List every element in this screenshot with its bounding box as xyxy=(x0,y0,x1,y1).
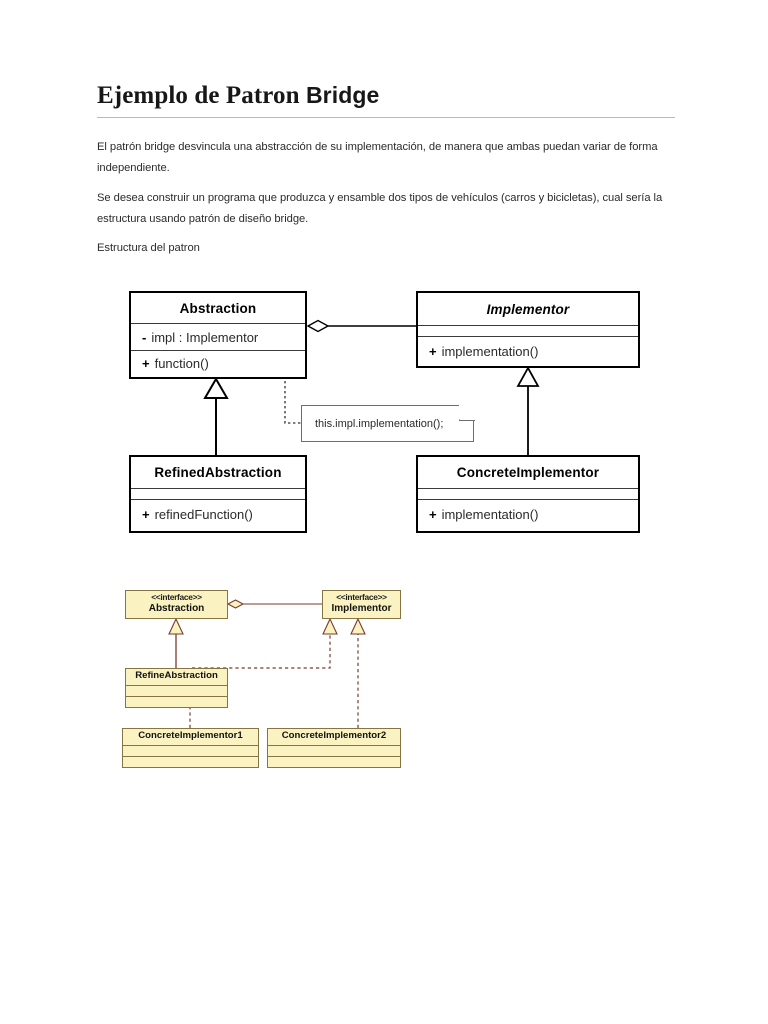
class-name-refine-abstraction: RefineAbstraction xyxy=(135,670,218,681)
interface-box-implementor[interactable]: <<interface>> Implementor xyxy=(322,590,401,619)
class-box-abstraction[interactable]: Abstraction - impl : Implementor + funct… xyxy=(129,291,307,379)
class-name-concrete-implementor-1: ConcreteImplementor1 xyxy=(138,730,243,741)
class-name-refined-abstraction: RefinedAbstraction xyxy=(154,465,282,480)
visibility-public: + xyxy=(429,343,437,359)
paragraph-intro: El patrón bridge desvincula una abstracc… xyxy=(97,141,658,174)
class-operation-implementation: + implementation() xyxy=(418,336,638,365)
class-operation-refined-function: + refinedFunction() xyxy=(131,499,305,529)
attribute-text: impl : Implementor xyxy=(151,329,259,345)
uml-note-implementation-call[interactable]: this.impl.implementation(); xyxy=(301,405,474,442)
class-attribute-impl: - impl : Implementor xyxy=(131,323,305,350)
class-box-refine-abstraction[interactable]: RefineAbstraction xyxy=(125,668,228,708)
class-operations-empty xyxy=(126,696,227,707)
note-text: this.impl.implementation(); xyxy=(315,417,444,430)
operation-text: function() xyxy=(154,356,209,371)
operation-text: implementation() xyxy=(441,343,539,359)
class-operation-implementation: + implementation() xyxy=(418,499,638,529)
visibility-public: + xyxy=(142,507,150,522)
class-attributes-empty xyxy=(418,325,638,336)
class-box-refined-abstraction[interactable]: RefinedAbstraction + refinedFunction() xyxy=(129,455,307,533)
class-box-concrete-implementor-2[interactable]: ConcreteImplementor2 xyxy=(267,728,401,768)
operation-text: implementation() xyxy=(441,507,539,522)
interface-abstraction-label: <<interface>> Abstraction xyxy=(126,591,227,617)
stereotype-interface: <<interface>> xyxy=(151,592,202,602)
interface-name-abstraction: Abstraction xyxy=(148,603,205,614)
class-attributes-empty xyxy=(131,488,305,499)
stereotype-interface: <<interface>> xyxy=(336,592,387,602)
title-divider xyxy=(97,117,675,118)
interface-box-abstraction[interactable]: <<interface>> Abstraction xyxy=(125,590,228,619)
class-box-implementor[interactable]: Implementor + implementation() xyxy=(416,291,640,368)
paragraph-structure-label: Estructura del patron xyxy=(97,242,200,254)
visibility-public: + xyxy=(142,356,150,371)
class-operations-empty xyxy=(123,756,258,767)
class-attributes-empty xyxy=(268,745,400,756)
visibility-public: + xyxy=(429,507,437,522)
class-box-concrete-implementor[interactable]: ConcreteImplementor + implementation() xyxy=(416,455,640,533)
class-operation-function: + function() xyxy=(131,350,305,376)
page-title-main: Ejemplo de Patron xyxy=(97,82,306,109)
operation-text: refinedFunction() xyxy=(154,507,253,522)
paragraph-problem: Se desea construir un programa que produ… xyxy=(97,192,663,225)
note-fold-corner-icon xyxy=(459,404,475,421)
class-operations-empty xyxy=(268,756,400,767)
class-attributes-empty xyxy=(123,745,258,756)
class-attributes-empty xyxy=(418,488,638,499)
class-box-concrete-implementor-1[interactable]: ConcreteImplementor1 xyxy=(122,728,259,768)
interface-implementor-label: <<interface>> Implementor xyxy=(323,591,400,617)
page-title-emphasis: Bridge xyxy=(305,82,380,108)
interface-name-implementor: Implementor xyxy=(331,603,392,614)
visibility-private: - xyxy=(142,329,147,345)
page-title: Ejemplo de Patron Bridge xyxy=(97,82,675,110)
class-name-concrete-implementor: ConcreteImplementor xyxy=(456,465,600,480)
class-name-implementor: Implementor xyxy=(486,301,570,317)
class-attributes-empty xyxy=(126,685,227,696)
class-name-concrete-implementor-2: ConcreteImplementor2 xyxy=(281,730,387,741)
class-name-abstraction: Abstraction xyxy=(179,300,257,316)
